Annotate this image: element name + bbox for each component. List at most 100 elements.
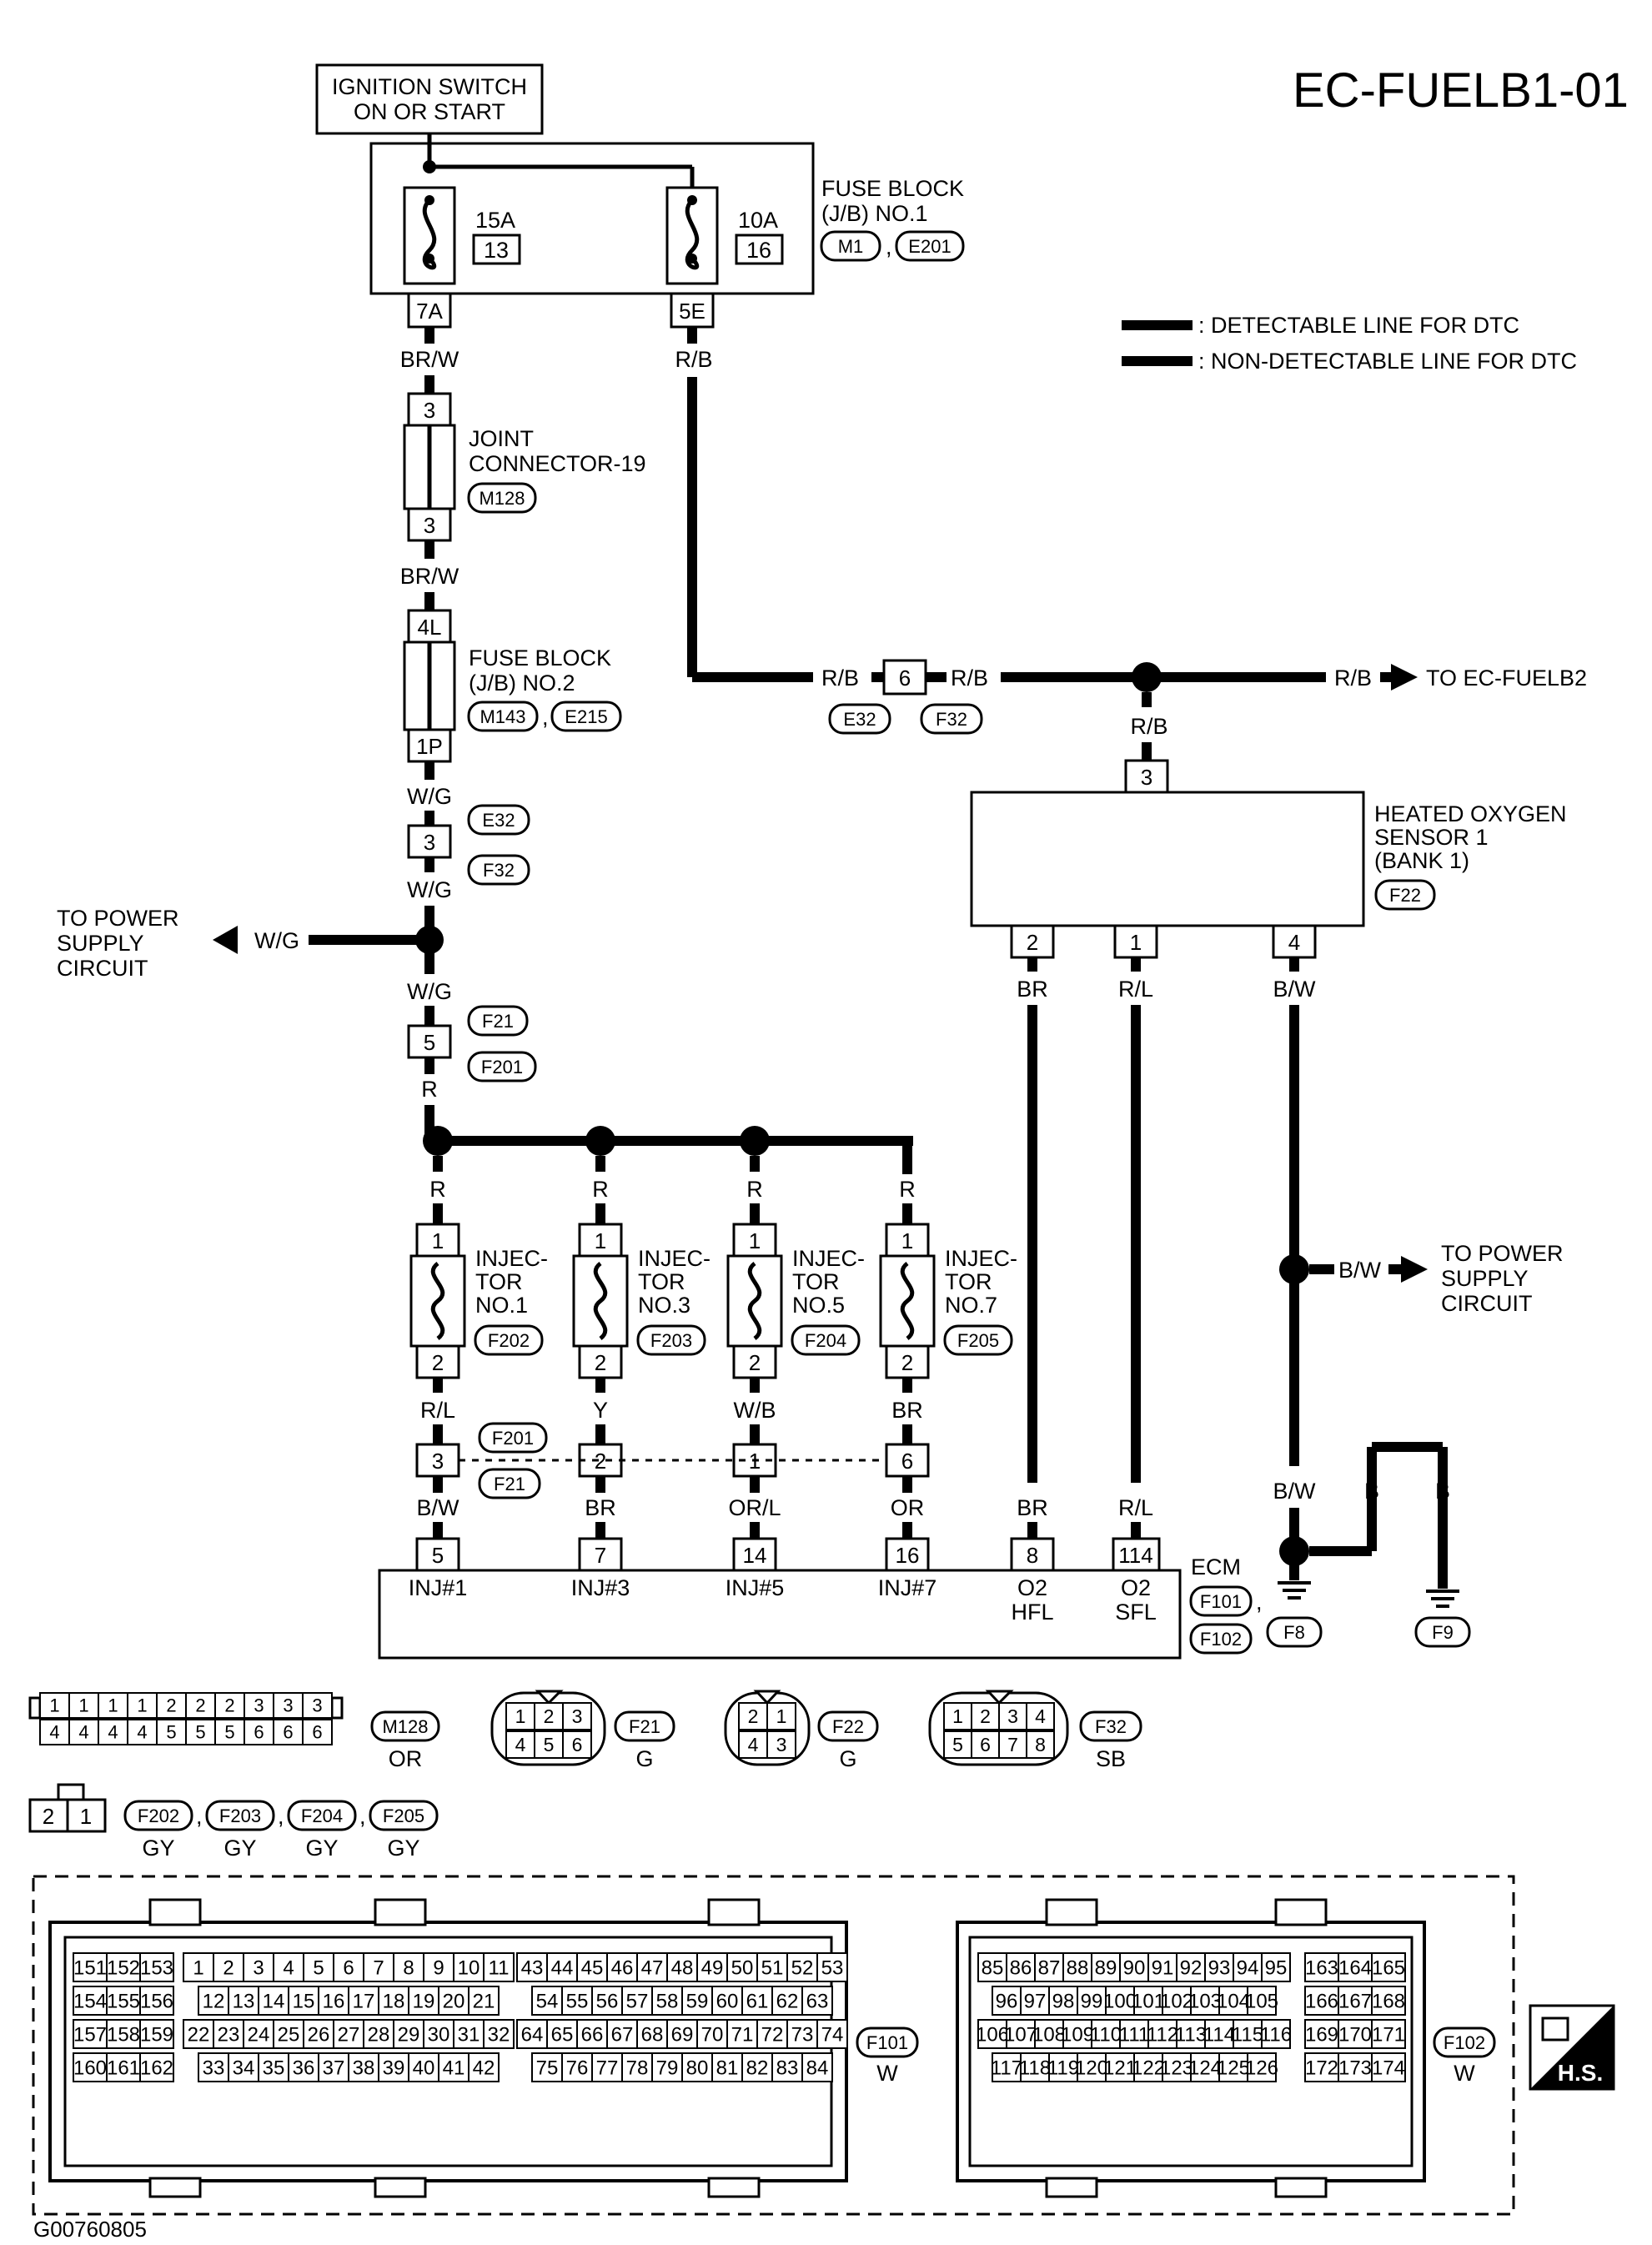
f101-pin: 26 xyxy=(308,2024,330,2047)
f101-cell xyxy=(348,1986,379,2016)
f101-pin: 8 xyxy=(403,1957,414,1980)
ecm-o2-connections: BR 8 R/L 114 xyxy=(1010,1495,1161,1572)
f102-pin: 121 xyxy=(1103,2057,1137,2080)
f101-pin: 49 xyxy=(701,1957,724,1980)
f101-pin: 74 xyxy=(821,2024,844,2047)
badge-f203: F203 xyxy=(636,1324,706,1356)
f22-cells-pin: 1 xyxy=(776,1705,787,1727)
f101-pin: 24 xyxy=(248,2024,270,2047)
f101-pin: 62 xyxy=(776,1991,799,2013)
badge-e201: E201 xyxy=(895,230,965,262)
m128-pin: 4 xyxy=(49,1722,59,1743)
svg-text:F32: F32 xyxy=(1095,1716,1127,1737)
f32-cells-pin: 5 xyxy=(952,1734,963,1755)
injector-7-wire-in: R xyxy=(899,1177,916,1202)
f102-pin: 164 xyxy=(1338,1957,1372,1980)
f102-pin: 98 xyxy=(1052,1991,1075,2013)
m128-cell xyxy=(98,1692,128,1719)
ecm-o2-hfl-1: O2 xyxy=(1017,1575,1047,1600)
f102-pin: 171 xyxy=(1372,2024,1405,2047)
f101-cell xyxy=(258,1986,289,2016)
legend: : DETECTABLE LINE FOR DTC : NON-DETECTAB… xyxy=(1122,313,1577,374)
f101-cell xyxy=(333,2019,364,2049)
f102-pin: 90 xyxy=(1123,1957,1146,1980)
injector-7-pin-bottom: 2 xyxy=(901,1350,913,1375)
injector-5-ecm-pin: 14 xyxy=(743,1543,767,1568)
f101-cell xyxy=(606,2019,638,2049)
f102-pin: 86 xyxy=(1010,1957,1032,1980)
badge-e32-right: E32 xyxy=(828,703,891,735)
f21-cells-pin: 1 xyxy=(515,1705,526,1727)
f102-cell xyxy=(1062,2019,1092,2049)
badge-f21-join: F21 xyxy=(478,1468,541,1499)
f101-pin: 19 xyxy=(413,1991,435,2013)
f22-cells-pin: 2 xyxy=(748,1705,759,1727)
f102-cell xyxy=(1371,1986,1406,2016)
svg-text:F22: F22 xyxy=(832,1716,864,1737)
svg-text:F201: F201 xyxy=(481,1057,523,1077)
ecm-inj7: INJ#7 xyxy=(878,1575,937,1600)
f101-pin: 44 xyxy=(551,1957,574,1980)
f102-cell xyxy=(1304,1952,1339,1982)
f101-cell xyxy=(423,2019,454,2049)
fuse-block-1-title1: FUSE BLOCK xyxy=(821,176,964,201)
f21-cells-cell xyxy=(534,1702,564,1730)
ecm-pin-8: 8 xyxy=(1027,1543,1038,1568)
injector-3-pin-bottom: 2 xyxy=(595,1350,606,1375)
svg-text:F205: F205 xyxy=(383,1806,424,1826)
to-power-left-1: TO POWER xyxy=(57,906,179,931)
f101-cell xyxy=(483,1952,515,1982)
f101-pin: 14 xyxy=(263,1991,285,2013)
f21-cells-cell xyxy=(534,1730,564,1759)
badge-e215: E215 xyxy=(550,701,622,732)
badge-f204-view: F204 xyxy=(287,1800,357,1831)
fuse-block2-top-pin: 4L xyxy=(418,615,442,640)
ignition-switch-line2: ON OR START xyxy=(354,99,505,124)
f101-pin: 40 xyxy=(413,2057,435,2080)
f101-cell xyxy=(606,1952,638,1982)
svg-text:F21: F21 xyxy=(629,1716,660,1737)
ground-wire-b1: B xyxy=(1364,1479,1379,1504)
svg-text:F102: F102 xyxy=(1200,1629,1242,1650)
f102-pin: 169 xyxy=(1305,2024,1338,2047)
ignition-switch: IGNITION SWITCH ON OR START xyxy=(315,63,544,135)
f101-pin: 13 xyxy=(233,1991,255,2013)
f101-pin: 10 xyxy=(458,1957,480,1980)
f101-pin: 21 xyxy=(473,1991,495,2013)
left-feed: 7A BR/W 3 3 JOINT CONNECTOR-19 M128 BR/W… xyxy=(57,292,646,1141)
f101-cell xyxy=(73,2019,108,2049)
f101-cell xyxy=(106,1986,141,2016)
f101-cell xyxy=(363,2019,394,2049)
conn-e32-f32-right-pin: 6 xyxy=(899,665,911,691)
to-ec-fuelb2: TO EC-FUELB2 xyxy=(1426,665,1587,691)
ecm-title: ECM xyxy=(1191,1554,1241,1580)
f102-pin: 105 xyxy=(1245,1991,1278,2013)
wire-o2-rl: R/L xyxy=(1118,977,1153,1002)
f101-pin: 70 xyxy=(701,2024,724,2047)
f101-cell xyxy=(546,2019,578,2049)
m128-pin: 4 xyxy=(137,1722,147,1743)
ecm-o2-sfl-2: SFL xyxy=(1115,1600,1157,1625)
injector-1-wire-out: R/L xyxy=(420,1398,455,1423)
f102-pin: 87 xyxy=(1038,1957,1061,1980)
f102-pin: 173 xyxy=(1338,2057,1372,2080)
injector-3-label-2: TOR xyxy=(638,1269,685,1294)
f102-pin: 166 xyxy=(1305,1991,1338,2013)
f102-cell xyxy=(1261,2019,1291,2049)
o2-title1: HEATED OXYGEN xyxy=(1374,801,1567,826)
f101-pin: 25 xyxy=(278,2024,300,2047)
f101-cell xyxy=(303,1952,334,1982)
injector-7-ecm-pin: 16 xyxy=(896,1543,920,1568)
f101-pin: 7 xyxy=(373,1957,384,1980)
f102-pin: 119 xyxy=(1047,2057,1079,2080)
f22-cells-pin: 4 xyxy=(748,1734,759,1755)
conn-f21-f201-pin: 5 xyxy=(424,1030,435,1055)
f32-cells-cell xyxy=(943,1730,972,1759)
f22-cells-cell xyxy=(766,1702,796,1730)
svg-text:E215: E215 xyxy=(565,706,607,727)
m128-pin: 2 xyxy=(195,1695,205,1716)
f102-cell xyxy=(1091,2019,1121,2049)
svg-text:F102: F102 xyxy=(1444,2032,1485,2053)
